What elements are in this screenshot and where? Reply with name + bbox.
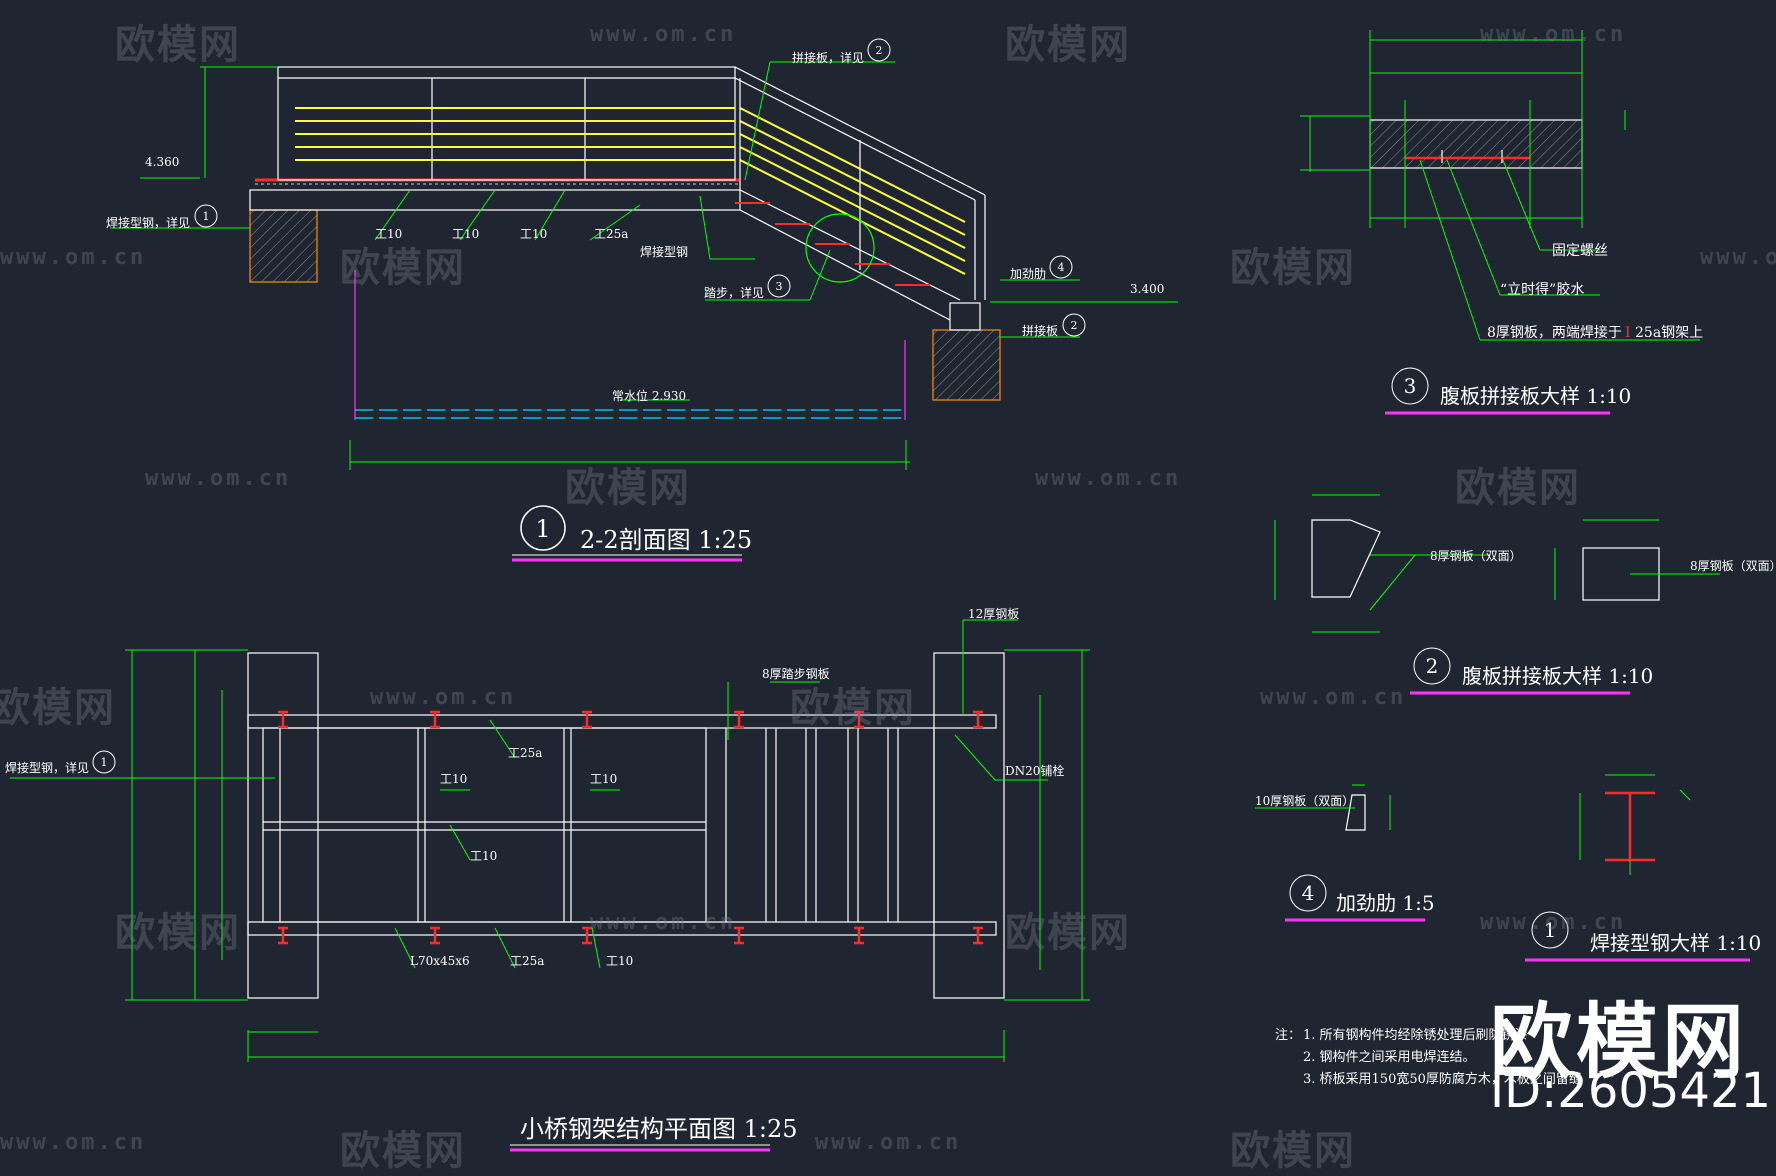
left-pier — [247, 652, 319, 999]
d2-label-a: 8厚钢板（双面） — [1430, 549, 1522, 563]
label-i25a: 工25a — [594, 227, 628, 241]
label-dn20: DN20铺栓 — [1005, 763, 1064, 778]
d4-label: 10厚钢板（双面） — [1255, 794, 1354, 808]
water-level: 常水位 2.930 — [612, 388, 686, 403]
callout-num: 1 — [203, 210, 210, 223]
label-i10b: 工10 — [452, 227, 479, 241]
label-i10c: 工10 — [520, 227, 547, 241]
stair-treads — [735, 202, 930, 286]
title-circle-2 — [1413, 647, 1451, 685]
elev-top: 4.360 — [145, 155, 179, 169]
notes: 注：1. 所有钢构件均经除锈处理后刷防锈漆 2. 钢构件之间采用电焊连结。 3.… — [1275, 1025, 1582, 1091]
callout-circle — [1049, 255, 1073, 279]
detail3-number: 3 — [1404, 374, 1417, 398]
note-2: 2. 钢构件之间采用电焊连结。 — [1303, 1050, 1476, 1065]
label-step: 踏步，详见 — [704, 285, 764, 300]
elev-right: 3.400 — [1130, 282, 1164, 296]
callout-circle — [92, 750, 116, 774]
label-splice-bottom: 拼接板 — [1022, 323, 1058, 338]
label-angle: L70x45x6 — [410, 954, 470, 968]
note-3: 3. 桥板采用150宽50厚防腐方木，木板之间留缝 — [1303, 1072, 1582, 1087]
detail1-number: 1 — [1544, 918, 1557, 942]
detail2-title: 腹板拼接板大样 1:10 — [1462, 664, 1653, 688]
label-i25a-bot: 工25a — [510, 954, 544, 968]
label-i10a: 工10 — [375, 227, 402, 241]
callout-num: 2 — [1071, 319, 1078, 332]
d2-label-b: 8厚钢板（双面） — [1690, 559, 1776, 573]
plan-title: 小桥钢架结构平面图 1:25 — [520, 1115, 798, 1143]
callout-num: 1 — [101, 756, 108, 769]
label-12-plate: 12厚钢板 — [968, 607, 1019, 621]
steel-i-icon: I — [1625, 325, 1631, 341]
steel-markers — [278, 710, 983, 945]
railing-flat — [277, 66, 736, 181]
callout-num: 2 — [876, 44, 883, 57]
rail-bars — [295, 107, 966, 275]
plan-view — [247, 652, 1005, 999]
callout-circle — [194, 204, 218, 228]
label-i10-bot: 工10 — [606, 954, 633, 968]
detail1-title: 焊接型钢大样 1:10 — [1590, 931, 1761, 955]
deck — [249, 189, 741, 211]
title-circle-4 — [1289, 874, 1327, 912]
section-dims — [110, 61, 1178, 470]
section-number: 1 — [535, 515, 550, 543]
title-circle-3 — [1391, 367, 1429, 405]
callout-circle — [767, 274, 791, 298]
brand-id: ID:2605421 — [1490, 1063, 1772, 1119]
label-splice-top: 拼接板，详见 — [792, 50, 864, 65]
d3-label-glue: “立时得”胶水 — [1500, 281, 1584, 298]
section-2-2 — [249, 66, 1001, 420]
detail2-dims — [1274, 494, 1720, 633]
plan-dims — [10, 619, 1090, 1062]
notes-head: 注： — [1275, 1028, 1302, 1043]
detail4-stiffener — [1345, 794, 1366, 831]
d3-label-screw: 固定螺丝 — [1552, 243, 1608, 259]
callout-circle — [867, 38, 891, 62]
right-abutment — [932, 329, 1001, 401]
label-stiffener: 加劲肋 — [1010, 266, 1046, 281]
detail4-number: 4 — [1302, 881, 1315, 905]
detail4-title: 加劲肋 1:5 — [1336, 891, 1435, 915]
d3-label-plate: 8厚钢板，两端焊接于 — [1487, 324, 1622, 341]
brand-logo: 欧模网 — [1490, 995, 1749, 1090]
water-lines — [355, 409, 905, 419]
left-abutment — [249, 209, 318, 283]
callout-circle — [1062, 313, 1086, 337]
section-title: 2-2剖面图 1:25 — [580, 526, 752, 554]
label-i10-2: 工10 — [590, 772, 617, 786]
note-1: 1. 所有钢构件均经除锈处理后刷防锈漆 — [1303, 1028, 1528, 1043]
label-8-step: 8厚踏步钢板 — [762, 667, 830, 681]
detail2-number: 2 — [1426, 654, 1439, 678]
label-weld2: 焊接型钢 — [640, 244, 688, 259]
detail3-dims — [1300, 30, 1700, 341]
detail3-panel — [1369, 119, 1583, 169]
label-i10-1: 工10 — [440, 772, 467, 786]
title-circle-1b — [1531, 911, 1569, 949]
detail-1-i-beam — [1605, 791, 1655, 862]
callout-num: 3 — [776, 280, 783, 293]
stair-plates — [725, 728, 935, 922]
title-circle-1 — [520, 505, 566, 551]
bottom-beam — [247, 921, 997, 936]
detail-3 — [1369, 119, 1583, 169]
label-i10-3: 工10 — [470, 849, 497, 863]
label-weld-plan: 焊接型钢，详见 — [5, 760, 89, 775]
detail2-plate-a — [1311, 519, 1381, 598]
d3-label-plate-b: 25a钢架上 — [1635, 325, 1703, 341]
detail3-title: 腹板拼接板大样 1:10 — [1440, 384, 1631, 408]
label-i25a-top: 工25a — [508, 746, 542, 760]
label-weld-section: 焊接型钢，详见 — [106, 215, 190, 230]
right-pier — [933, 652, 1005, 999]
top-beam — [247, 714, 997, 729]
callout-num: 4 — [1058, 261, 1065, 274]
